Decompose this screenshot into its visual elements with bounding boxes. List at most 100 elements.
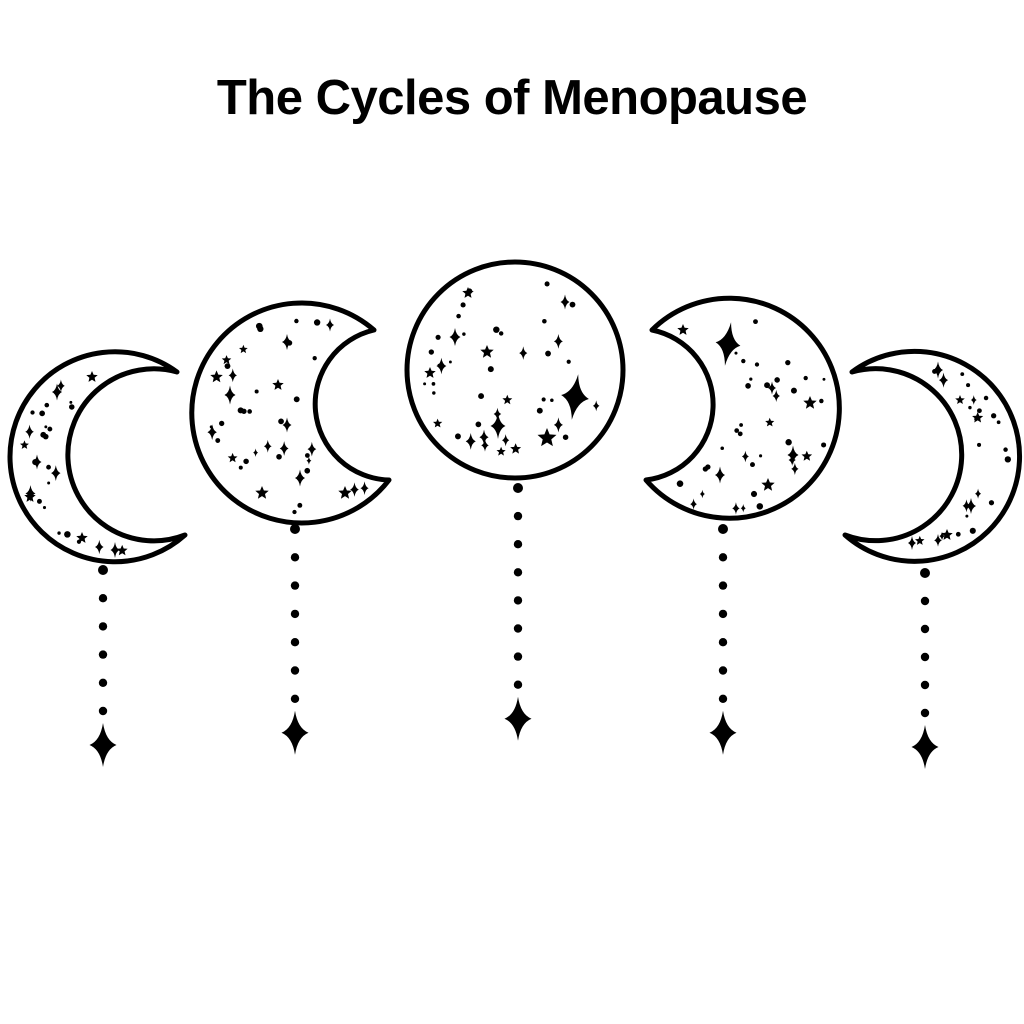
dot (456, 313, 461, 319)
dot (785, 439, 792, 446)
charm-dot (513, 680, 523, 689)
dot (774, 377, 780, 383)
charm-dot (920, 596, 930, 606)
sparkle-icon (768, 381, 776, 395)
dot (493, 326, 500, 333)
sparkle-icon (25, 424, 34, 439)
hanging-charm-4 (709, 524, 737, 755)
moon-outline (7, 349, 188, 565)
dot (541, 397, 546, 402)
dot (498, 331, 504, 336)
sparkle-icon (32, 454, 42, 470)
charm-dot (290, 581, 300, 590)
sparkle-icon (908, 536, 916, 550)
charm-end-sparkle-icon (911, 725, 939, 769)
dot (46, 464, 51, 470)
star-icon (677, 324, 689, 335)
sparkle-icon (740, 504, 746, 513)
hanging-charm-5 (911, 568, 939, 769)
dot (312, 356, 317, 361)
dot (69, 404, 75, 410)
dot (39, 410, 45, 417)
sparkle-icon (449, 328, 461, 346)
charm-dot (513, 624, 523, 633)
dot (968, 405, 972, 410)
dot (977, 442, 982, 447)
charm-dot (98, 650, 108, 659)
dot (544, 281, 550, 287)
sparkle-icon (791, 462, 799, 475)
sparkle-icon (553, 417, 563, 433)
charm-end-sparkle-icon (504, 696, 532, 741)
sparkle-icon (699, 489, 705, 499)
dot (431, 382, 436, 386)
dot (237, 407, 244, 414)
dot (749, 377, 753, 381)
star-icon (86, 371, 98, 382)
dot (57, 531, 61, 535)
charm-dot (513, 652, 523, 661)
dot (47, 426, 53, 432)
dot (753, 319, 758, 325)
moon-phase-full-moon (404, 259, 626, 481)
dot (790, 387, 797, 394)
dot (969, 527, 976, 534)
sparkle-icon (787, 445, 799, 465)
sparkle-icon (975, 488, 982, 499)
sparkle-icon (560, 294, 570, 310)
sparkle-icon (966, 498, 976, 514)
dot (819, 398, 824, 404)
dot (460, 302, 466, 308)
dot (545, 350, 551, 357)
charm-dot (290, 553, 300, 562)
charm-dot (920, 624, 930, 634)
charm-dot (98, 594, 108, 603)
dot (448, 360, 452, 364)
sparkle-icon (561, 374, 589, 420)
charm-dot (290, 666, 300, 675)
charm-dot (718, 666, 728, 675)
dot (254, 389, 259, 394)
dot (759, 454, 763, 458)
star-icon (424, 367, 436, 378)
dot (536, 407, 543, 414)
star-icon (510, 443, 522, 454)
sparkle-icon (228, 368, 237, 383)
star-icon (24, 491, 36, 502)
star-icon (801, 450, 813, 461)
dot (423, 382, 427, 386)
dot (750, 490, 758, 498)
dot (991, 413, 997, 419)
dot (550, 398, 554, 403)
charm-dot (513, 596, 523, 605)
sparkle-icon (493, 407, 502, 421)
dot (432, 391, 436, 395)
charm-dot (98, 706, 108, 716)
sparkle-icon (690, 498, 697, 510)
dot (955, 531, 961, 537)
dot (822, 377, 826, 381)
star-icon (955, 395, 965, 404)
dot (974, 417, 978, 421)
sparkle-icon (481, 439, 489, 452)
dot (562, 434, 569, 440)
dot (1004, 456, 1012, 463)
sparkle-icon (95, 539, 104, 555)
dot (487, 366, 494, 373)
charm-dot (920, 568, 930, 578)
star-icon (20, 440, 29, 449)
dot (428, 349, 435, 355)
charm-dot (290, 609, 300, 619)
dot (542, 318, 547, 324)
sparkle-icon (715, 466, 725, 484)
charm-dot (718, 638, 728, 647)
dot (983, 395, 989, 401)
charm-dot (920, 652, 930, 662)
star-icon (765, 417, 775, 427)
sparkle-icon (939, 531, 945, 541)
charm-dot (718, 609, 728, 619)
charm-dot (920, 680, 930, 690)
dot (215, 438, 221, 443)
sparkle-icon (207, 424, 217, 441)
moon-outline (404, 259, 626, 481)
